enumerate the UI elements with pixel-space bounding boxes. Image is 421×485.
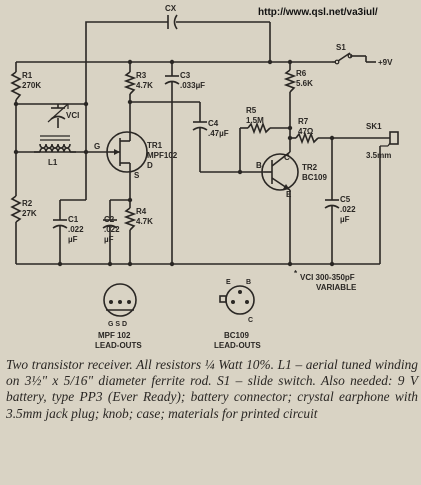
wiring [15,21,390,265]
c1-unit: µF [68,235,78,244]
r1-label: R1 [22,71,33,80]
s1-label: S1 [336,43,346,52]
source-url: http://www.qsl.net/va3iul/ [258,7,378,18]
r5-label: R5 [246,106,257,115]
resistor-r3 [123,71,137,95]
r3-value: 4.7K [136,81,153,90]
capacitor-c3 [164,75,180,85]
c5-label: C5 [340,195,351,204]
capacitor-c4 [192,121,208,131]
resistor-r2 [10,195,22,223]
c2-label: C2 [104,215,115,224]
tr1-gate-label: G [94,142,100,151]
c2-unit: µF [104,235,114,244]
npn-tr2 [261,151,299,191]
r4-value: 4.7K [136,217,153,226]
mpf-leadouts: LEAD-OUTS [95,341,142,350]
capacitor-c1 [52,219,68,229]
resistor-r1 [10,71,22,101]
sk1-label: SK1 [366,122,382,131]
mpf-pin-labels: G S D [108,321,127,328]
resistor-r7 [295,131,319,145]
bc-pin-b: B [246,279,251,286]
c4-value: .47µF [208,129,229,138]
r2-value: 27K [22,209,37,218]
r7-label: R7 [298,117,309,126]
tr2-base-label: B [256,161,262,170]
tr1-type: MPF102 [147,151,178,160]
vc-note-line2: VARIABLE [316,283,357,292]
mpf-name: MPF 102 [98,331,131,340]
bc-pin-e: E [226,279,231,286]
r2-label: R2 [22,199,33,208]
c3-label: C3 [180,71,191,80]
capacitor-c2 [102,219,118,229]
r4-label: R4 [136,207,147,216]
jack-sk1 [380,131,399,147]
r7-value: 47Ω [298,127,314,136]
jfet-tr1 [106,131,148,173]
c5-value: .022 [340,205,356,214]
vc-note-line1: VCI 300-350pF [300,273,355,282]
c1-label: C1 [68,215,79,224]
capacitor-cx [167,14,178,30]
vc-note-star: * [294,269,298,278]
bc109-leadout-drawing [219,285,255,315]
caption-text: Two transistor receiver. All resistors ¼… [6,357,418,421]
r6-value: 5.6K [296,79,313,88]
bc-pin-c: C [248,317,253,324]
bc-name: BC109 [224,331,249,340]
c5-unit: µF [340,215,350,224]
tr2-emitter-label: E [286,190,292,199]
r6-label: R6 [296,69,307,78]
sk1-value: 3.5mm [366,151,391,160]
tr1-drain-label: D [147,161,153,170]
c2-value: .022 [104,225,120,234]
mpf102-leadout-drawing [103,283,137,317]
junction-dots [13,59,335,267]
c1-value: .022 [68,225,84,234]
l1-label: L1 [48,158,58,167]
inductor-l1 [34,135,76,153]
resistor-r5 [247,121,271,135]
circuit-diagram: http://www.qsl.net/va3iul/ [10,4,399,350]
tr2-label: TR2 [302,163,318,172]
r1-value: 270K [22,81,41,90]
capacitor-c5 [324,199,340,209]
switch-s1 [332,52,353,65]
resistor-r4 [123,207,137,231]
variable-capacitor-vc1 [47,103,69,123]
r3-label: R3 [136,71,147,80]
supply-label: +9V [378,58,393,67]
vc1-label: VCI [66,111,79,120]
tr1-source-label: S [134,171,140,180]
bc-leadouts: LEAD-OUTS [214,341,261,350]
tr2-collector-label: C [284,153,290,162]
tr2-type: BC109 [302,173,327,182]
r5-value: 1.5M [246,116,264,125]
tr1-label: TR1 [147,141,163,150]
c3-value: .033µF [180,81,205,90]
cx-label: CX [165,4,177,13]
c4-label: C4 [208,119,219,128]
resistor-r6 [283,69,297,93]
